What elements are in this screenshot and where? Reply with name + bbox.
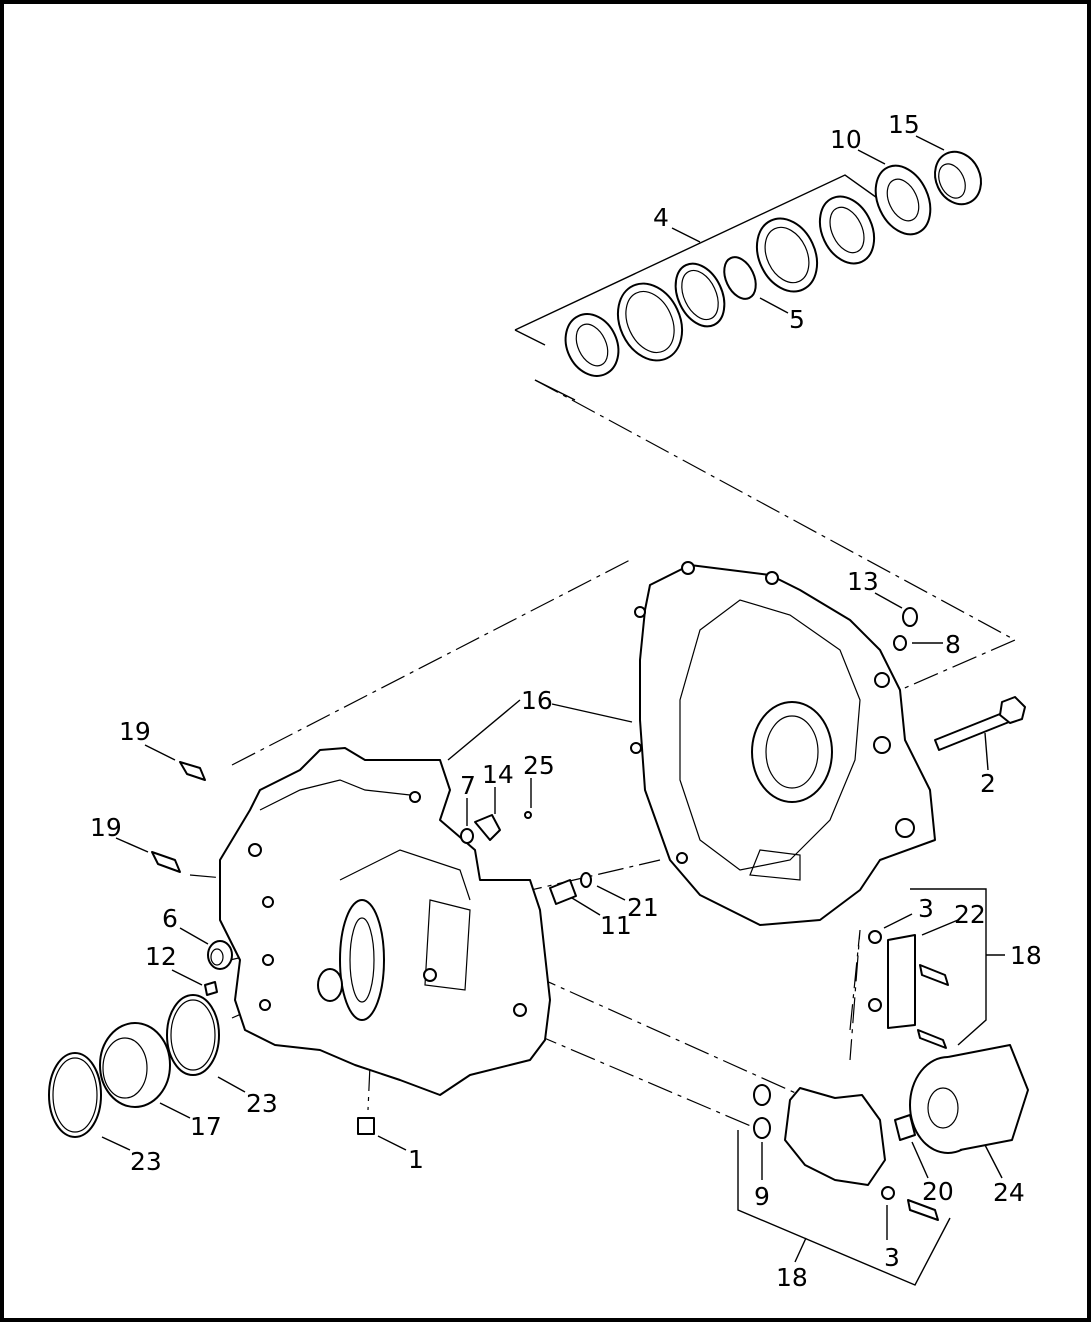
callout-16: 16 [521,686,553,715]
callout-12: 12 [145,942,177,971]
callout-6: 6 [162,904,178,933]
callout-4: 4 [653,203,669,232]
small-parts [48,607,1029,1221]
callout-11: 11 [600,911,632,940]
callout-2: 2 [980,769,996,798]
callout-15: 15 [888,110,920,139]
callout-24: 24 [993,1178,1025,1207]
callout-7: 7 [460,771,476,800]
callout-9: 9 [754,1182,770,1211]
callout-5: 5 [789,305,805,334]
callout-14: 14 [482,760,514,789]
callout-10: 10 [830,125,862,154]
callout-20: 20 [922,1177,954,1206]
callout-21: 21 [627,893,659,922]
callout-19-upper: 19 [119,717,151,746]
callout-23-left: 23 [130,1147,162,1176]
callout-3-lower: 3 [884,1243,900,1272]
callout-1: 1 [408,1145,424,1174]
callout-3-upper: 3 [918,894,934,923]
callout-labels: 15 10 4 5 13 8 16 2 19 19 7 14 25 21 11 … [90,110,1042,1292]
callout-17: 17 [190,1112,222,1141]
callout-23-right: 23 [246,1089,278,1118]
callout-25: 25 [523,751,555,780]
leader-lines [101,135,1005,1286]
right-crankcase [630,561,936,926]
callout-18-upper: 18 [1010,941,1042,970]
left-crankcase [219,747,551,1096]
callout-13: 13 [847,567,879,596]
bearing-set [514,150,982,401]
callout-18-lower: 18 [776,1263,808,1292]
callout-8: 8 [945,630,961,659]
callout-19-lower: 19 [90,813,122,842]
callout-22: 22 [954,900,986,929]
